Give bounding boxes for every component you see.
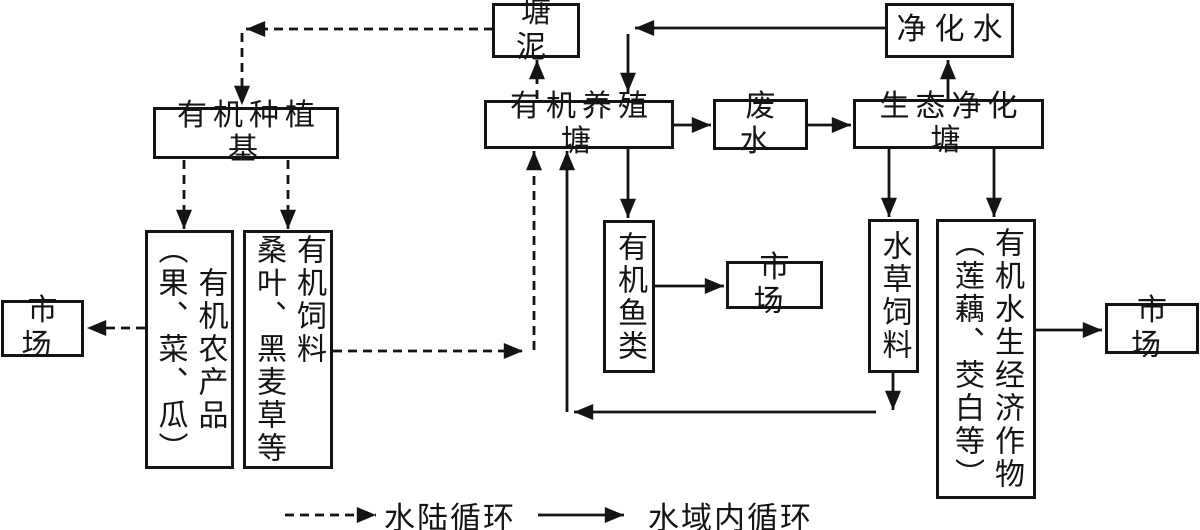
node-eco-purification-pond: 生态净化塘 <box>853 90 1044 157</box>
node-waterplant-feed: 水草饲料 <box>868 219 919 373</box>
node-market-right: 市场 <box>1105 294 1199 362</box>
node-aquatic-cash-crops: 有机水生经济作物 （莲藕、茭白等） <box>936 219 1036 499</box>
node-organic-farm-products: 有机农产品 （果、菜、瓜） <box>145 230 234 469</box>
node-organic-planting-base: 有机种植基 <box>153 99 339 166</box>
node-market-left: 市场 <box>1 294 84 362</box>
node-wastewater: 废水 <box>713 90 808 158</box>
node-organic-feed: 有机饲料 桑叶、黑麦草等 <box>243 230 333 469</box>
node-market-mid: 市场 <box>726 251 823 318</box>
node-organic-culture-pond: 有机养殖塘 <box>484 90 674 158</box>
node-organic-fish: 有机鱼类 <box>603 220 655 373</box>
legend-solid-label: 水域内循环 <box>648 500 813 530</box>
node-pond-mud: 塘泥 <box>492 0 580 64</box>
node-purified-water: 净化水 <box>885 3 1014 58</box>
legend-dashed-label: 水陆循环 <box>384 500 516 530</box>
